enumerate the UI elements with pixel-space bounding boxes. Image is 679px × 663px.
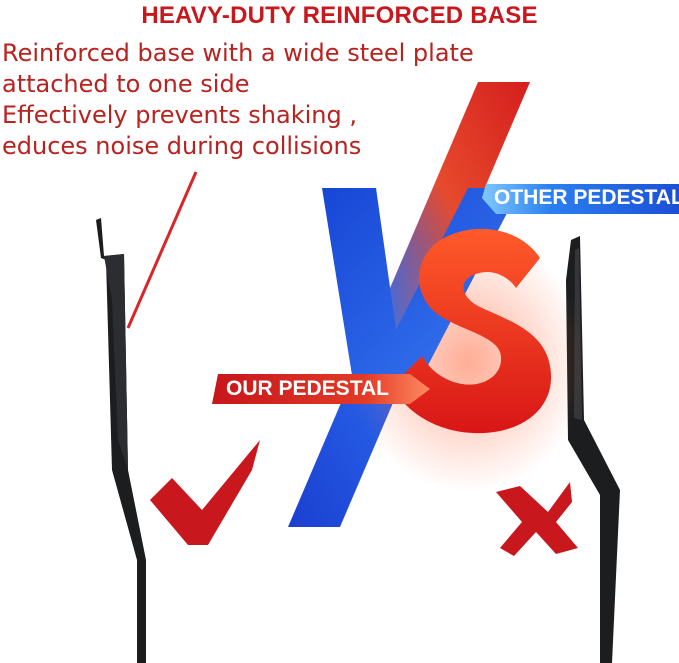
description-line: attached to one side (2, 70, 250, 98)
checkmark-icon (150, 440, 260, 545)
other-label-band (482, 184, 679, 214)
description-text: Reinforced base with a wide steel plate … (2, 38, 522, 162)
x-mark-icon (496, 482, 578, 556)
other-pedestal-image (566, 236, 620, 663)
other-pedestal-label: OTHER PEDESTAL (494, 186, 679, 209)
vs-letter-s (392, 228, 552, 434)
our-pedestal-label: OUR PEDESTAL (226, 377, 389, 400)
description-line: Effectively prevents shaking , (2, 101, 357, 129)
our-pedestal-image (96, 218, 146, 663)
pointer-line (126, 171, 198, 329)
vs-glow (348, 232, 588, 492)
our-label-band (212, 374, 430, 404)
page-title: HEAVY-DUTY REINFORCED BASE (141, 2, 538, 29)
description-line: Reinforced base with a wide steel plate (2, 39, 474, 67)
description-line: educes noise during collisions (2, 132, 362, 160)
